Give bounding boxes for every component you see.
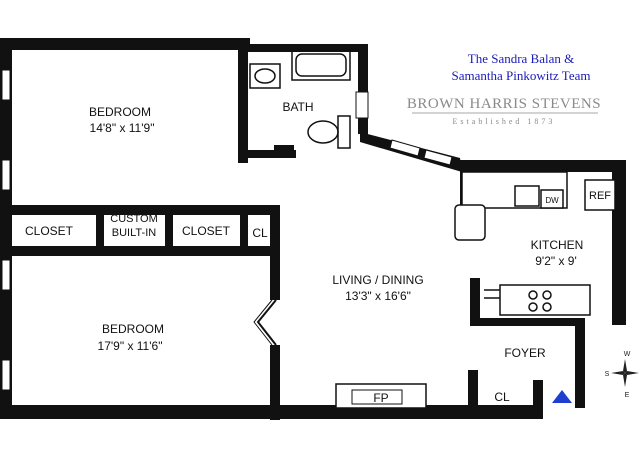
custom-builtin-line2: BUILT-IN — [112, 227, 156, 239]
bedroom2-name: BEDROOM — [102, 322, 164, 336]
team-line-1: The Sandra Balan & — [468, 51, 575, 66]
sink — [249, 63, 281, 89]
bay-windows — [389, 139, 453, 166]
living-size: 13'3" x 16'6" — [345, 289, 411, 303]
closet-left-name: CLOSET — [25, 224, 74, 238]
windows-left — [1, 69, 11, 391]
toilet-tank — [337, 115, 351, 149]
counter-curve — [454, 204, 486, 241]
kitchen-fixtures — [454, 171, 616, 316]
bedroom2-size: 17'9" x 11'6" — [98, 339, 163, 353]
bedroom1-size: 14'8" x 11'9" — [90, 121, 155, 135]
dishwasher-box — [540, 189, 564, 209]
room-labels: BEDROOM 14'8" x 11'9" BATH CLOSET CUSTOM… — [25, 100, 611, 405]
kitchen-size: 9'2" x 9' — [535, 254, 577, 268]
compass-w: W — [624, 351, 631, 358]
compass-e: E — [625, 392, 630, 399]
closet-right-name: CLOSET — [182, 224, 231, 238]
compass-s: S — [605, 371, 610, 378]
foyer-name: FOYER — [504, 346, 546, 360]
team-line-2: Samantha Pinkowitz Team — [452, 68, 591, 83]
fireplace-label: FP — [373, 391, 388, 405]
bath-name: BATH — [282, 100, 313, 114]
kitchen-name: KITCHEN — [531, 238, 584, 252]
entry-marker — [552, 390, 572, 403]
bifold-door — [256, 299, 277, 346]
custom-builtin-line1: CUSTOM — [110, 213, 157, 225]
bath-window — [355, 91, 369, 119]
refrigerator-label: REF — [589, 190, 611, 202]
brokerage-established: Established 1873 — [453, 117, 556, 126]
living-name: LIVING / DINING — [332, 273, 423, 287]
bedroom1-name: BEDROOM — [89, 105, 151, 119]
brokerage-name: BROWN HARRIS STEVENS — [407, 96, 601, 112]
sink-basin — [514, 185, 540, 207]
dishwasher-label: DW — [545, 196, 559, 205]
fireplace — [335, 383, 427, 409]
bath-fixtures — [249, 49, 351, 149]
toilet-bowl — [307, 120, 339, 144]
cl-foyer-name: CL — [494, 390, 510, 404]
compass-icon: W S E — [605, 351, 639, 399]
branding: The Sandra Balan & Samantha Pinkowitz Te… — [407, 51, 601, 126]
cl-small-name: CL — [252, 226, 268, 240]
refrigerator-box — [584, 179, 616, 211]
bathtub — [291, 49, 351, 81]
